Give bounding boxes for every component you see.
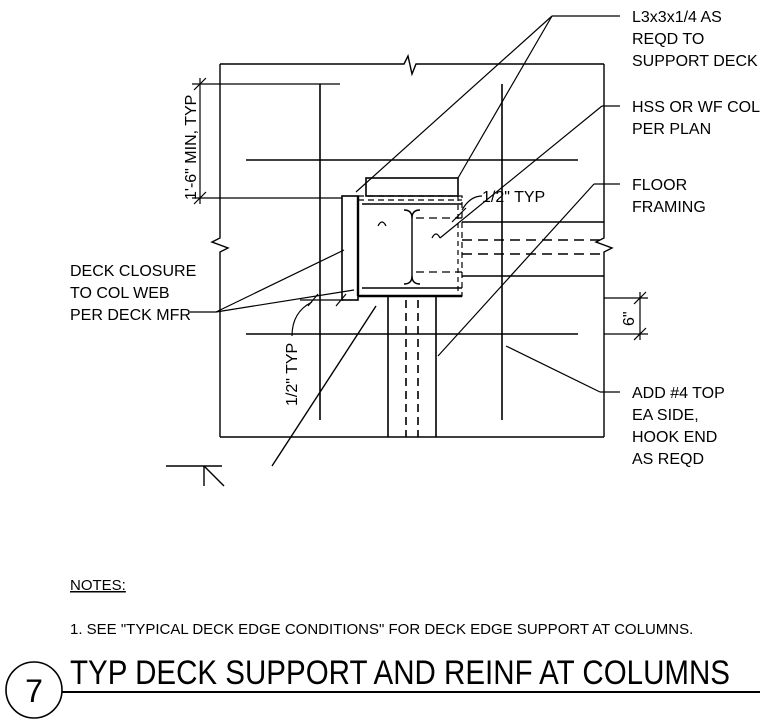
notes-heading: NOTES: [70, 577, 126, 594]
leader-closure [190, 249, 355, 313]
label-column-line2: PER PLAN [632, 121, 711, 138]
label-rebar-line1: ADD #4 TOP [632, 385, 725, 402]
dimension-half-typ-top [451, 195, 483, 223]
column-assembly [341, 177, 463, 301]
detail-number-circle [5, 661, 63, 719]
label-rebar-line4: AS REQD [632, 451, 704, 468]
label-column-line1: HSS OR WF COL [632, 99, 760, 116]
dimension-half-typ-left [291, 293, 347, 337]
notes-item-1: 1. SEE "TYPICAL DECK EDGE CONDITIONS" FO… [70, 621, 693, 638]
label-rebar-line3: HOOK END [632, 429, 717, 446]
floor-framing-beam [462, 221, 604, 277]
label-framing-line1: FLOOR [632, 177, 687, 194]
dimension-min-typ [192, 77, 342, 205]
label-framing-line2: FRAMING [632, 199, 706, 216]
dimension-min-typ-label: 1'-6" MIN, TYP [183, 95, 200, 200]
leader-angle [355, 15, 620, 193]
label-angle-line2: REQD TO [632, 31, 704, 48]
label-six: 6" [621, 311, 638, 326]
label-angle-line1: L3x3x1/4 AS [632, 9, 722, 26]
label-closure-line2: TO COL WEB [70, 285, 170, 302]
slab-outline [210, 53, 614, 438]
dimension-six [604, 291, 648, 341]
label-half-typ-top: 1/2" TYP [482, 189, 545, 206]
leader-framing [437, 183, 620, 357]
label-rebar-line2: EA SIDE, [632, 407, 699, 424]
detail-title: TYP DECK SUPPORT AND REINF AT COLUMNS [70, 654, 730, 692]
leader-rebar [505, 345, 620, 393]
label-half-typ-left: 1/2" TYP [284, 343, 301, 406]
leader-column [439, 105, 620, 239]
rebar-lines [246, 84, 578, 420]
detail-number: 7 [25, 673, 43, 709]
label-closure-line3: PER DECK MFR [70, 307, 191, 324]
label-angle-line3: SUPPORT DECK [632, 53, 758, 70]
label-closure-line1: DECK CLOSURE [70, 263, 196, 280]
vertical-beam [387, 296, 437, 437]
section-cut-marker [166, 305, 377, 487]
